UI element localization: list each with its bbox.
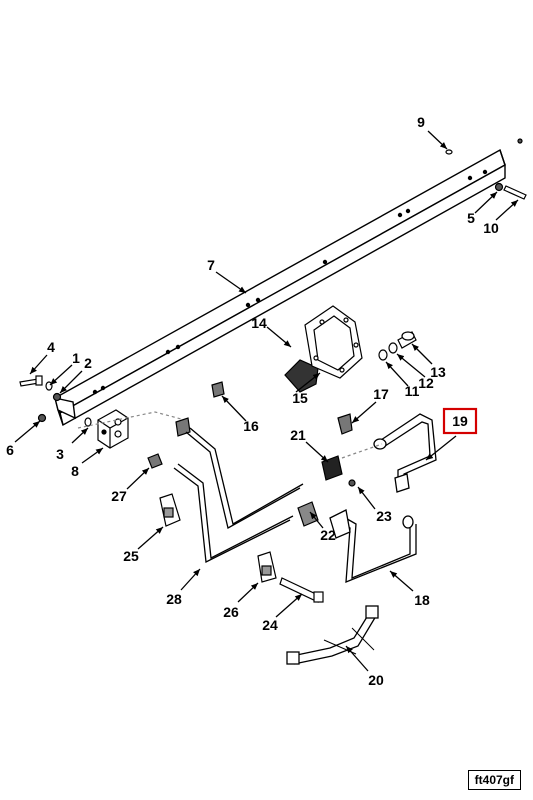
callout-6[interactable]: 6 bbox=[6, 442, 14, 458]
callout-24[interactable]: 24 bbox=[262, 617, 278, 633]
callout-8[interactable]: 8 bbox=[71, 463, 79, 479]
callout-19-highlight-box bbox=[442, 407, 478, 435]
callout-3[interactable]: 3 bbox=[56, 446, 64, 462]
callout-7[interactable]: 7 bbox=[207, 257, 215, 273]
callout-11[interactable]: 11 bbox=[405, 383, 420, 399]
callout-17[interactable]: 17 bbox=[373, 386, 389, 402]
callout-27[interactable]: 27 bbox=[111, 488, 127, 504]
callout-4[interactable]: 4 bbox=[47, 339, 55, 355]
callout-15[interactable]: 15 bbox=[292, 390, 308, 406]
hardware-parts bbox=[19, 138, 527, 603]
callout-20[interactable]: 20 bbox=[368, 672, 384, 688]
callout-28[interactable]: 28 bbox=[166, 591, 182, 607]
callout-22[interactable]: 22 bbox=[320, 527, 336, 543]
callout-14[interactable]: 14 bbox=[251, 315, 267, 331]
callout-16[interactable]: 16 bbox=[243, 418, 259, 434]
callout-9[interactable]: 9 bbox=[417, 114, 425, 130]
callout-26[interactable]: 26 bbox=[223, 604, 239, 620]
frame-rail bbox=[54, 148, 506, 427]
figure-reference-label: ft407gf bbox=[467, 770, 521, 790]
callout-19[interactable]: 19 bbox=[452, 413, 468, 429]
callout-23[interactable]: 23 bbox=[376, 508, 392, 524]
callout-1[interactable]: 1 bbox=[72, 350, 80, 366]
callout-21[interactable]: 21 bbox=[290, 427, 306, 443]
callout-13[interactable]: 13 bbox=[430, 364, 446, 380]
callout-5[interactable]: 5 bbox=[467, 210, 475, 226]
callout-numbers: 4 1 2 3 6 8 27 7 9 5 10 14 15 11 12 13 1… bbox=[6, 114, 499, 688]
tube-lines bbox=[173, 413, 437, 665]
callout-10[interactable]: 10 bbox=[483, 220, 499, 236]
callout-18[interactable]: 18 bbox=[414, 592, 430, 608]
leader-arrows bbox=[14, 130, 519, 672]
callout-12[interactable]: 12 bbox=[418, 375, 434, 391]
callout-25[interactable]: 25 bbox=[123, 548, 139, 564]
callout-2[interactable]: 2 bbox=[84, 355, 92, 371]
